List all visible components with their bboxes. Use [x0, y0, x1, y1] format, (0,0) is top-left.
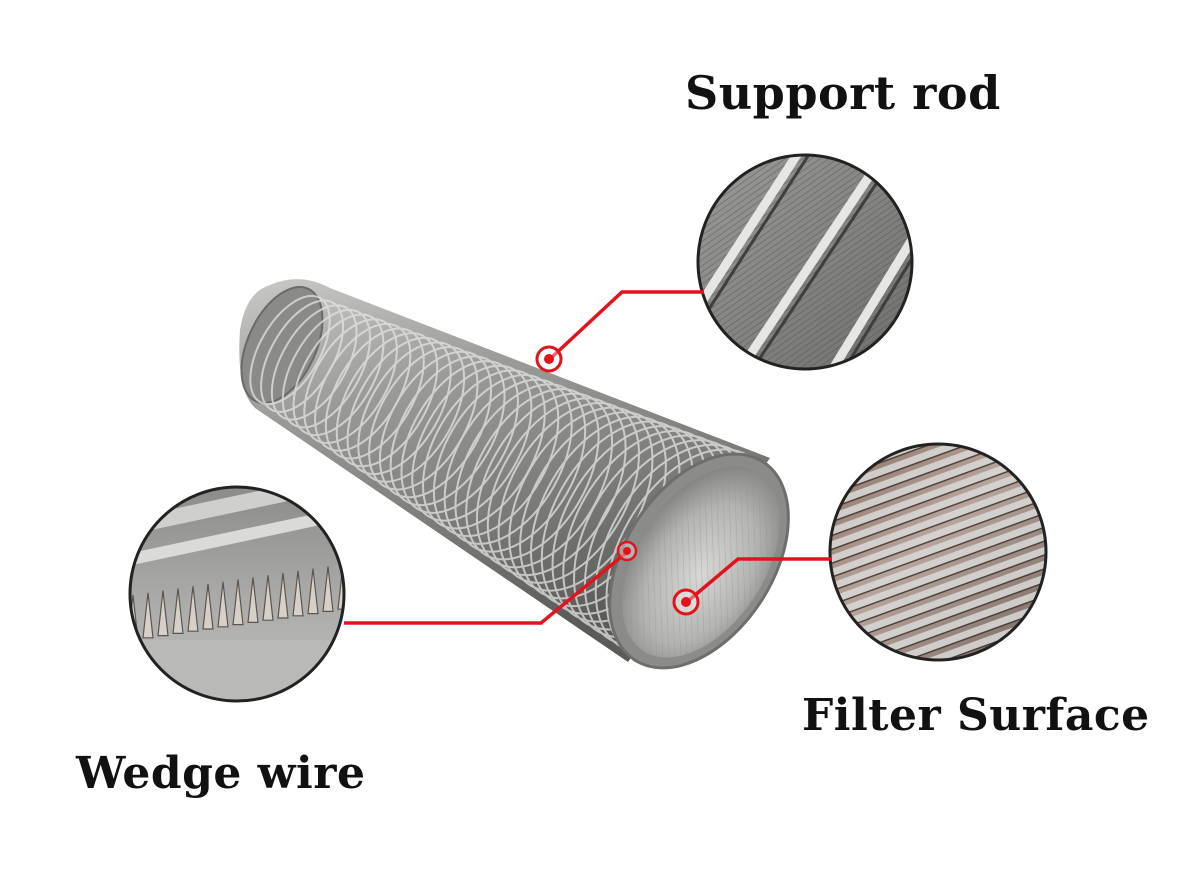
- wedge-wire-leader: [344, 551, 628, 625]
- filter-surface-detail: [828, 442, 1048, 662]
- tube-wire-ring: [346, 336, 452, 475]
- tube-wire-ring: [378, 350, 493, 499]
- wedge-wire-tube: [239, 279, 790, 670]
- wedge-tooth: [247, 577, 259, 623]
- wedge-tooth: [187, 586, 199, 632]
- target-marker-icon: [616, 540, 638, 562]
- wedge-tooth: [322, 566, 334, 612]
- filter-surface-leader: [686, 557, 832, 603]
- wedge-tooth: [262, 575, 274, 621]
- wedge-tooth: [172, 588, 184, 634]
- wedge-tooth: [353, 562, 363, 607]
- tube-wire-ring: [324, 327, 425, 460]
- wedge-tooth: [202, 583, 214, 630]
- tube-wire-ring: [281, 308, 372, 429]
- wedge-tooth: [292, 570, 304, 617]
- target-marker-icon: [535, 345, 563, 373]
- wedge-tooth: [142, 592, 154, 639]
- support-rod-detail: [696, 153, 914, 371]
- wedge-tooth: [232, 579, 244, 626]
- tube-wire-ring: [249, 294, 331, 406]
- tube-wire-ring: [292, 313, 385, 437]
- wedge-tooth: [217, 581, 229, 628]
- wedge-tooth: [307, 568, 319, 615]
- wedge-wire-detail: [128, 485, 363, 703]
- tube-wire-ring: [357, 341, 466, 483]
- wedge-tooth: [277, 572, 289, 619]
- leader-lines: [344, 290, 832, 625]
- tube-inner-lines: [622, 466, 780, 658]
- wedge-tooth: [157, 590, 169, 637]
- support-rod-leader: [549, 290, 704, 360]
- wedge-wire-label: Wedge wire: [76, 748, 366, 799]
- tube-wire-ring: [270, 304, 358, 421]
- support-rod-label: Support rod: [685, 66, 1001, 120]
- tube-wire-ring: [303, 318, 398, 444]
- tube-wire-ring: [335, 332, 439, 468]
- target-marker-icon: [672, 588, 700, 616]
- filter-surface-label: Filter Surface: [802, 690, 1150, 741]
